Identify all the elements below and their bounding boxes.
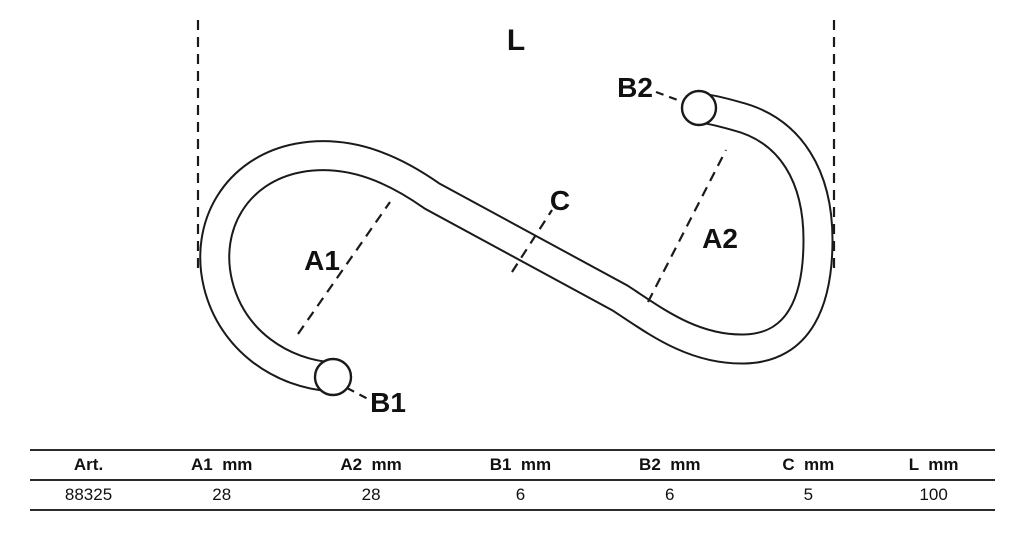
col-header-l: L mm: [908, 455, 959, 474]
dim-line-a1: [297, 201, 391, 335]
dim-line-c: [511, 209, 553, 273]
cell-a2: 28: [361, 485, 381, 504]
cell-c: 5: [803, 485, 814, 504]
col-header-c: C mm: [782, 455, 835, 474]
label-a1: A1: [304, 245, 340, 276]
label-l: L: [507, 24, 525, 57]
label-c: C: [550, 185, 570, 216]
label-b2: B2: [617, 72, 653, 103]
ball-end-b1: [313, 357, 353, 397]
label-a2: A2: [702, 223, 738, 254]
spec-table: Art. A1 mm A2 mm B1 mm B2 mm C mm L mm 8…: [30, 449, 995, 511]
cell-b1: 6: [515, 485, 526, 504]
cell-l: 100: [919, 485, 948, 504]
col-header-a2: A2 mm: [340, 455, 402, 474]
dim-line-b2: [655, 90, 684, 104]
col-header-art: Art.: [73, 455, 104, 474]
table-row: 88325 28 28 6 6 5 100: [30, 480, 995, 510]
col-header-a1: A1 mm: [191, 455, 253, 474]
spec-table-header-row: Art. A1 mm A2 mm B1 mm B2 mm C mm L mm: [30, 450, 995, 480]
dim-line-b1: [346, 387, 371, 401]
label-b1: B1: [370, 387, 406, 418]
col-header-b1: B1 mm: [489, 455, 552, 474]
ball-end-b2: [680, 89, 718, 127]
cell-art: 88325: [64, 485, 113, 504]
s-hook-diagram: L A1 A2 C B1 B2: [196, 20, 836, 418]
dim-line-a2: [647, 149, 727, 303]
col-header-b2: B2 mm: [639, 455, 701, 474]
cell-a1: 28: [212, 485, 232, 504]
hook-body: [201, 94, 832, 391]
cell-b2: 6: [665, 485, 675, 504]
